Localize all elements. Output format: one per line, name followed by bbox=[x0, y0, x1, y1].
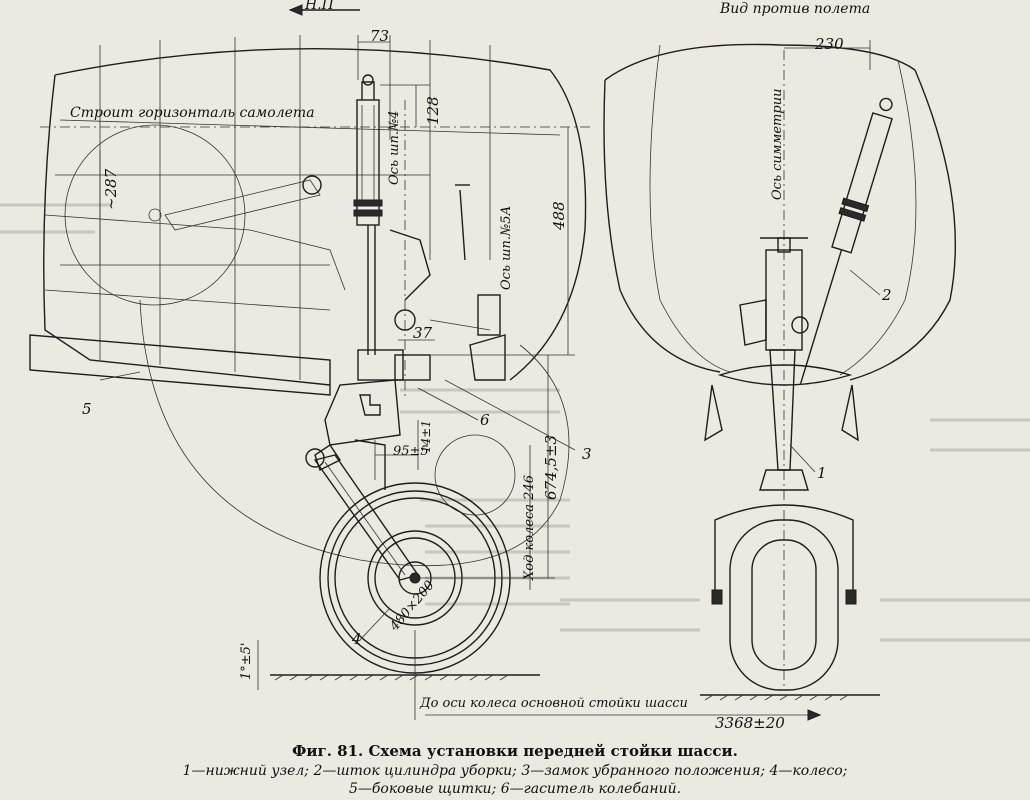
main-gear-axis-label: До оси колеса основной стойки шасси bbox=[420, 696, 688, 711]
wheel-travel-label: Ход колеса 246 bbox=[522, 475, 537, 580]
callout-3: 3 bbox=[582, 445, 592, 463]
dim-230: 230 bbox=[815, 35, 844, 53]
dim-37: 37 bbox=[413, 324, 433, 342]
front-view bbox=[603, 40, 957, 701]
figure-caption-legend-line-2: 5—боковые щитки; 6—гаситель колебаний. bbox=[348, 781, 682, 797]
front-view-title: Вид против полета bbox=[720, 1, 871, 17]
dim-674: 674,5±3 bbox=[542, 434, 560, 500]
dim-angle: 1°±5' bbox=[239, 642, 254, 680]
callout-4: 4 bbox=[352, 630, 362, 648]
callout-5: 5 bbox=[82, 400, 92, 418]
callout-6: 6 bbox=[480, 411, 490, 429]
figure-caption-title: Фиг. 81. Схема установки передней стойки… bbox=[292, 742, 738, 760]
dim-287: ~287 bbox=[102, 168, 120, 210]
background-text-bleed bbox=[0, 203, 1030, 642]
frame-4-axis-label: Ось шп.№4 bbox=[387, 110, 402, 185]
direction-label: Н.П bbox=[305, 0, 334, 13]
dim-14: 14±1 bbox=[419, 420, 433, 453]
callout-1: 1 bbox=[817, 464, 827, 482]
dim-95: 95±5 bbox=[393, 444, 429, 459]
construction-horizontal-label: Строит горизонталь самолета bbox=[70, 105, 315, 121]
callout-2: 2 bbox=[882, 286, 892, 304]
dim-73: 73 bbox=[370, 27, 390, 45]
dim-128: 128 bbox=[424, 96, 442, 125]
side-view bbox=[29, 4, 822, 721]
frame-5a-axis-label: Ось шп.№5А bbox=[499, 205, 514, 290]
dim-3368: 3368±20 bbox=[715, 714, 785, 732]
figure-caption-legend-line-1: 1—нижний узел; 2—шток цилиндра уборки; 3… bbox=[182, 763, 848, 779]
symmetry-axis-label: Ось симметрии bbox=[770, 88, 785, 200]
dim-488: 488 bbox=[550, 201, 568, 230]
